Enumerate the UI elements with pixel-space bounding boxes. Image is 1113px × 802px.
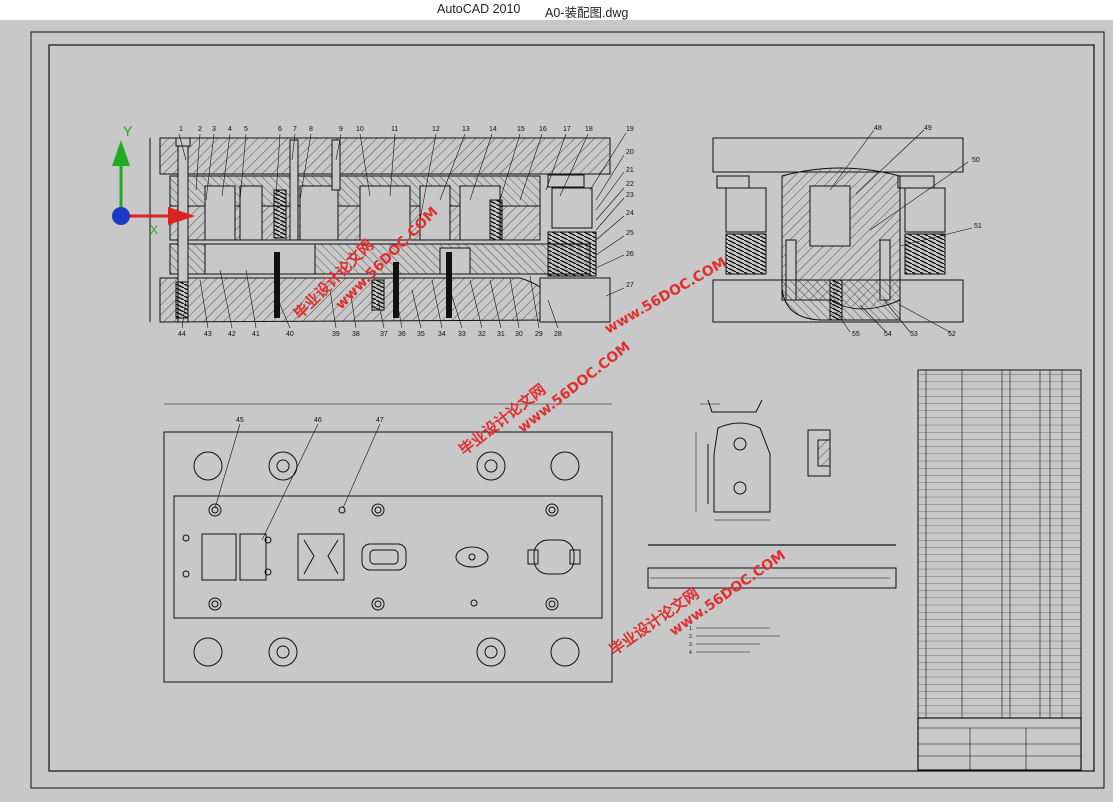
drawing-svg[interactable]: 1 2 3 4 5 6 7 8 9 10 11 12 13 14 15 16 1… <box>0 20 1113 797</box>
balloon-8: 8 <box>309 126 313 133</box>
svg-text:39: 39 <box>332 331 340 338</box>
ucs-x-label: X <box>150 223 158 237</box>
parts-list-table <box>917 369 1082 771</box>
ucs-icon: Y X <box>112 123 195 237</box>
watermark-group-4: www.56DOC.COM <box>602 255 729 338</box>
part-drawings: 1. 2. 3. 4. <box>647 399 897 656</box>
front-bottom-leaders <box>181 269 559 329</box>
svg-text:40: 40 <box>286 331 294 338</box>
balloon-12: 12 <box>432 126 440 133</box>
balloon-22: 22 <box>626 181 634 188</box>
svg-text:54: 54 <box>884 331 892 338</box>
balloon-10: 10 <box>356 126 364 133</box>
svg-text:53: 53 <box>910 331 918 338</box>
app-title: AutoCAD 2010 <box>437 2 521 16</box>
balloon-25: 25 <box>626 230 634 237</box>
ucs-y-label: Y <box>123 123 133 139</box>
svg-text:43: 43 <box>204 331 212 338</box>
svg-text:33: 33 <box>458 331 466 338</box>
svg-text:51: 51 <box>974 223 982 230</box>
balloon-labels-plan: 45 46 47 <box>236 417 384 424</box>
svg-text:47: 47 <box>376 417 384 424</box>
svg-text:49: 49 <box>924 125 932 132</box>
balloon-13: 13 <box>462 126 470 133</box>
balloon-20: 20 <box>626 149 634 156</box>
svg-text:50: 50 <box>972 157 980 164</box>
svg-text:32: 32 <box>478 331 486 338</box>
svg-text:www.56DOC.COM: www.56DOC.COM <box>602 255 729 338</box>
balloon-11: 11 <box>391 126 398 133</box>
svg-text:35: 35 <box>417 331 425 338</box>
watermark-group-3: 毕业设计论文网 www.56DOC.COM <box>606 547 789 659</box>
balloon-21: 21 <box>626 167 634 174</box>
watermark-group-2: 毕业设计论文网 www.56DOC.COM <box>455 339 633 459</box>
balloon-15: 15 <box>517 126 525 133</box>
balloon-6: 6 <box>278 126 282 133</box>
balloon-18: 18 <box>585 126 593 133</box>
balloon-labels-front: 1 2 3 4 5 6 7 8 9 10 11 12 13 14 15 16 1… <box>179 126 634 289</box>
svg-text:45: 45 <box>236 417 244 424</box>
inner-frame <box>48 44 1095 772</box>
balloon-24: 24 <box>626 210 634 217</box>
svg-text:55: 55 <box>852 331 860 338</box>
window-titlebar: AutoCAD 2010 A0-装配图.dwg <box>0 0 1113 21</box>
plan-view-leaders <box>214 423 381 541</box>
balloon-23: 23 <box>626 192 634 199</box>
side-section-view <box>712 137 964 323</box>
svg-text:41: 41 <box>252 331 260 338</box>
plan-view <box>163 403 613 683</box>
balloon-4: 4 <box>228 126 232 133</box>
front-view-leaders <box>178 132 627 297</box>
front-section-view <box>149 137 611 323</box>
balloon-14: 14 <box>489 126 497 133</box>
balloon-9: 9 <box>339 126 343 133</box>
balloon-labels-front-bottom: 44 43 42 41 40 39 38 37 36 35 34 33 32 3… <box>178 331 562 338</box>
svg-text:46: 46 <box>314 417 322 424</box>
balloon-5: 5 <box>244 126 248 133</box>
svg-text:38: 38 <box>352 331 360 338</box>
svg-text:52: 52 <box>948 331 956 338</box>
svg-text:31: 31 <box>497 331 505 338</box>
svg-text:36: 36 <box>398 331 406 338</box>
drawing-canvas[interactable]: 1 2 3 4 5 6 7 8 9 10 11 12 13 14 15 16 1… <box>0 20 1113 797</box>
svg-text:3.: 3. <box>689 642 693 648</box>
svg-text:4.: 4. <box>689 650 693 656</box>
balloon-19: 19 <box>626 126 634 133</box>
svg-text:44: 44 <box>178 331 186 338</box>
svg-text:2.: 2. <box>689 634 693 640</box>
balloon-labels-side: 48 49 50 51 52 53 54 55 <box>852 125 982 338</box>
balloon-17: 17 <box>563 126 571 133</box>
svg-text:42: 42 <box>228 331 236 338</box>
svg-text:37: 37 <box>380 331 388 338</box>
svg-text:30: 30 <box>515 331 523 338</box>
svg-text:48: 48 <box>874 125 882 132</box>
balloon-27: 27 <box>626 282 634 289</box>
side-view-leaders <box>829 129 973 333</box>
svg-text:28: 28 <box>554 331 562 338</box>
svg-text:1.: 1. <box>689 626 693 632</box>
balloon-26: 26 <box>626 251 634 258</box>
balloon-3: 3 <box>212 126 216 133</box>
svg-text:29: 29 <box>535 331 543 338</box>
balloon-2: 2 <box>198 126 202 133</box>
file-name: A0-装配图.dwg <box>545 6 629 20</box>
svg-text:34: 34 <box>438 331 446 338</box>
outer-frame <box>30 31 1105 789</box>
balloon-16: 16 <box>539 126 547 133</box>
balloon-1: 1 <box>179 126 183 133</box>
balloon-7: 7 <box>293 126 297 133</box>
